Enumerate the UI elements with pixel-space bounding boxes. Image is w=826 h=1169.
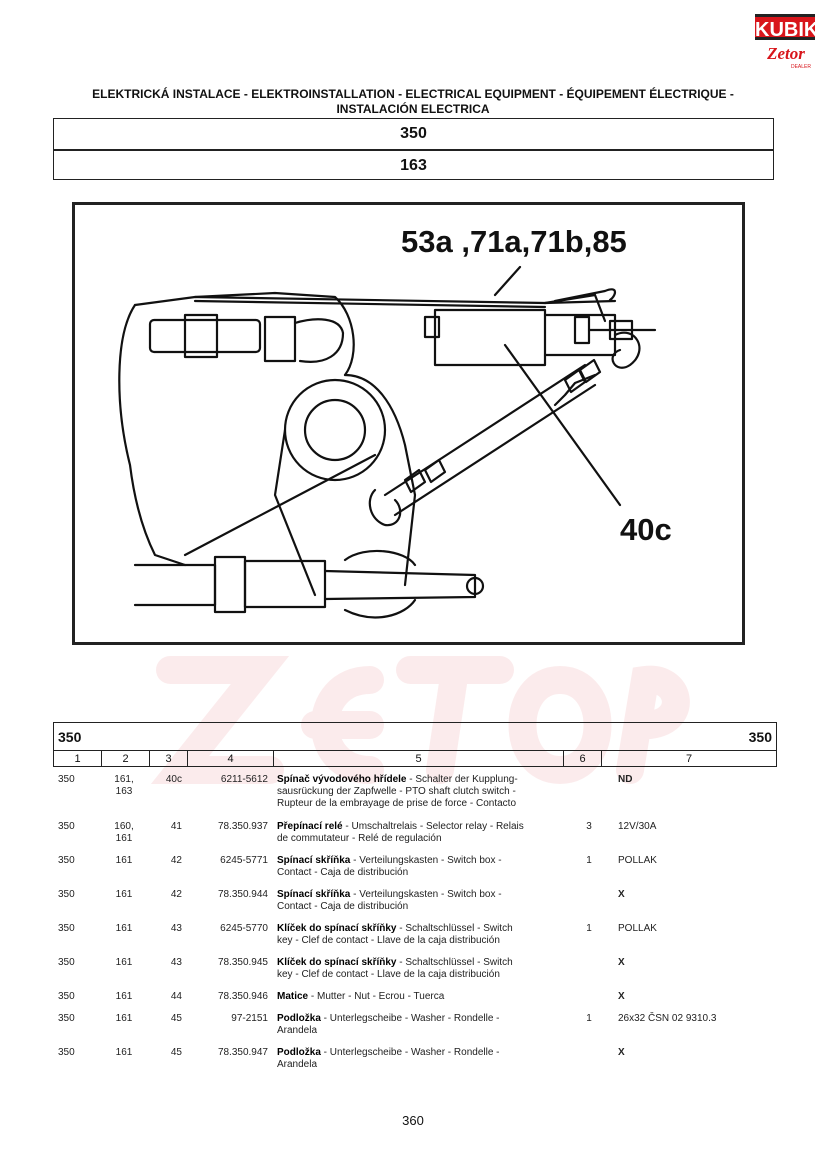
parts-table-header: 350 350 1 2 3 4 5 6 7 — [53, 722, 777, 767]
logo-dealer-text: DEALER — [790, 64, 811, 70]
cell-part-number: 78.350.947 — [217, 1047, 268, 1058]
cell-note: X — [618, 991, 625, 1002]
column-header: 3 — [150, 751, 188, 767]
cell-description: Spínací skříňka - Verteilungskasten - Sw… — [277, 889, 502, 912]
cell-position: 44 — [170, 991, 182, 1002]
title-line-1: ELEKTRICKÁ INSTALACE - ELEKTROINSTALLATI… — [92, 87, 734, 101]
cell-description: Přepínací relé - Umschaltrelais - Select… — [277, 821, 524, 844]
cell-part-number: 78.350.944 — [217, 889, 268, 900]
parts-diagram: 53a ,71a,71b,85 40c — [72, 202, 745, 645]
cell-ref: 161 — [115, 957, 133, 968]
cell-description: Klíček do spínací skříňky - Schaltschlüs… — [277, 923, 513, 946]
table-model-left: 350 — [58, 729, 82, 745]
cell-description: Spínač vývodového hřídele - Schalter der… — [277, 774, 518, 809]
cell-part-number: 78.350.937 — [217, 821, 268, 832]
cell-part-number: 6211-5612 — [220, 774, 268, 785]
cell-note: 26x32 ČSN 02 9310.3 — [618, 1013, 717, 1024]
cell-position: 43 — [170, 923, 182, 934]
column-header: 2 — [102, 751, 150, 767]
cell-description: Klíček do spínací skříňky - Schaltschlüs… — [277, 957, 513, 980]
cell-ref: 161 — [115, 991, 133, 1002]
cell-model: 350 — [58, 774, 75, 785]
cell-description: Podložka - Unterlegscheibe - Washer - Ro… — [277, 1013, 500, 1036]
callout-53a-71a-71b-85: 53a ,71a,71b,85 — [401, 224, 627, 259]
cell-model: 350 — [58, 923, 75, 934]
cell-note: X — [618, 889, 625, 900]
cell-position: 41 — [170, 821, 182, 832]
title-line-2: INSTALACIÓN ELECTRICA — [336, 102, 490, 116]
logo-kubik-text: KUBIK — [755, 14, 818, 41]
cell-position: 43 — [170, 957, 182, 968]
cell-model: 350 — [58, 1013, 75, 1024]
cell-note: 12V/30A — [618, 821, 657, 832]
callout-40c: 40c — [620, 512, 672, 547]
group-box: 163 — [53, 150, 774, 180]
cell-description: Matice - Mutter - Nut - Ecrou - Tuerca — [277, 991, 445, 1002]
cell-note: POLLAK — [618, 855, 657, 866]
cell-ref: 160,161 — [114, 821, 134, 844]
cell-quantity: 1 — [586, 855, 592, 866]
column-header: 4 — [188, 751, 274, 767]
model-box: 350 — [53, 118, 774, 150]
cell-ref: 161 — [115, 1047, 133, 1058]
column-header: 1 — [54, 751, 102, 767]
cell-position: 42 — [170, 855, 182, 866]
table-model-row: 350 350 — [54, 723, 776, 751]
cell-part-number: 78.350.945 — [217, 957, 268, 968]
cell-model: 350 — [58, 889, 75, 900]
cell-ref: 161 — [115, 855, 133, 866]
page-number: 360 — [402, 1113, 424, 1128]
logo-zetor-text: Zetor — [767, 44, 805, 63]
cell-model: 350 — [58, 957, 75, 968]
cell-position: 42 — [170, 889, 182, 900]
cell-position: 45 — [170, 1013, 182, 1024]
cell-model: 350 — [58, 1047, 75, 1058]
cell-quantity: 1 — [586, 1013, 592, 1024]
diagram-drawing — [118, 265, 657, 619]
cell-description: Spínací skříňka - Verteilungskasten - Sw… — [277, 855, 502, 878]
column-header: 7 — [685, 753, 693, 765]
cell-model: 350 — [58, 821, 75, 832]
cell-part-number: 6245-5770 — [220, 923, 268, 934]
cell-description: Podložka - Unterlegscheibe - Washer - Ro… — [277, 1047, 500, 1070]
cell-ref: 161 — [115, 889, 133, 900]
cell-model: 350 — [58, 991, 75, 1002]
page-title: ELEKTRICKÁ INSTALACE - ELEKTROINSTALLATI… — [40, 87, 786, 117]
table-column-headers: 1 2 3 4 5 6 7 — [54, 751, 776, 767]
column-header: 6 — [564, 751, 602, 767]
brand-logo: KUBIK Zetor DEALER — [755, 14, 818, 72]
cell-ref: 161 — [115, 923, 133, 934]
column-header: 5 — [274, 751, 564, 767]
table-model-right: 350 — [748, 729, 772, 745]
cell-note: X — [618, 957, 625, 968]
cell-part-number: 97-2151 — [231, 1013, 268, 1024]
cell-part-number: 78.350.946 — [217, 991, 268, 1002]
cell-note: X — [618, 1047, 625, 1058]
cell-position: 40c — [165, 774, 182, 785]
cell-position: 45 — [170, 1047, 182, 1058]
cell-note: ND — [618, 774, 633, 785]
cell-model: 350 — [58, 855, 75, 866]
cell-quantity: 1 — [586, 923, 592, 934]
cell-quantity: 3 — [586, 821, 592, 832]
cell-ref: 161 — [115, 1013, 133, 1024]
cell-part-number: 6245-5771 — [220, 855, 268, 866]
cell-note: POLLAK — [618, 923, 657, 934]
cell-ref: 161,163 — [114, 774, 134, 797]
